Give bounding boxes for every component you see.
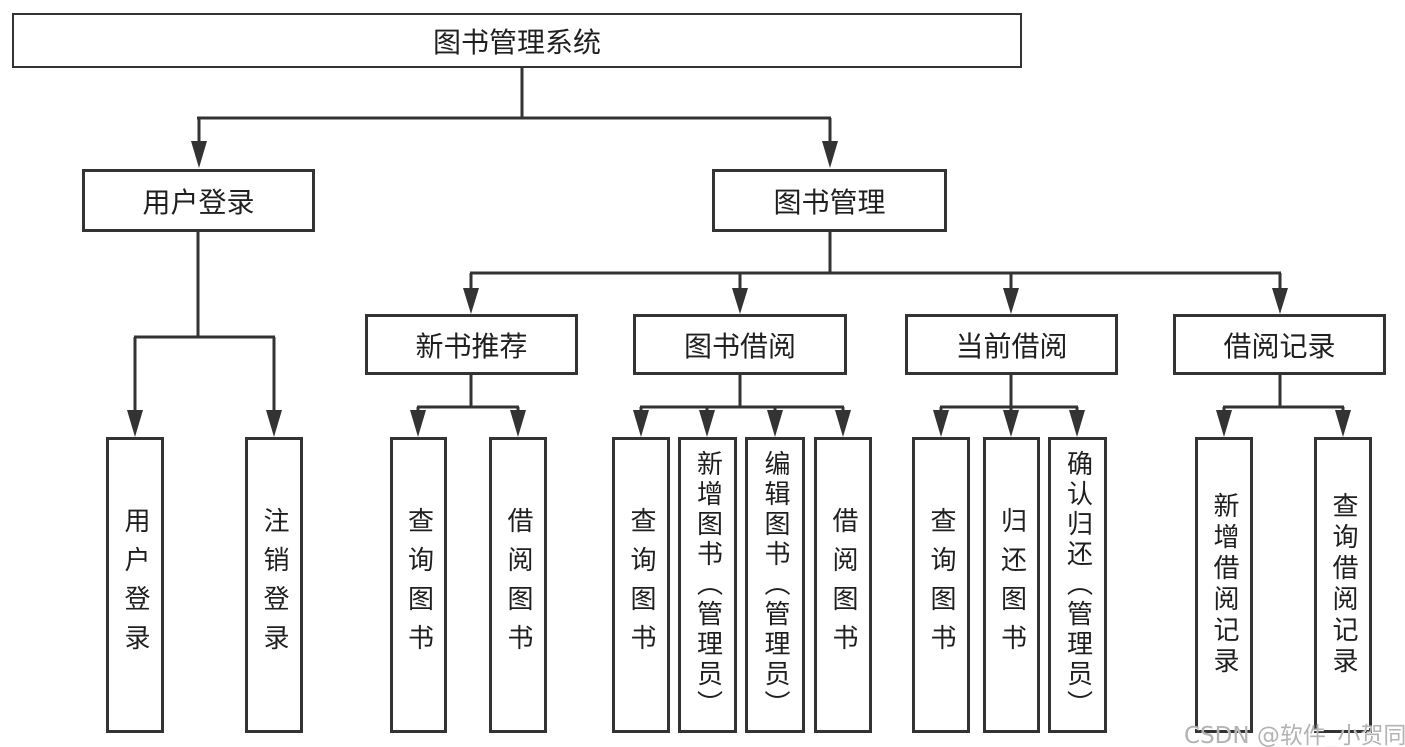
leaf-newbook-query-books: 查询图书 (390, 437, 447, 733)
leaf-user-login: 用户登录 (106, 437, 164, 733)
connector-root-to-level2 (191, 68, 838, 168)
leaf-currentborrow-return-books: 归还图书 (983, 437, 1040, 733)
leaf-currentborrow-confirm-return-admin: 确认归还（管理员） (1048, 437, 1107, 733)
leaf-bookborrow-edit-books-admin: 编辑图书（管理员） (745, 437, 805, 733)
arrow-down-icon (510, 410, 526, 437)
node-label: 新增图书（管理员） (692, 450, 723, 720)
arrow-down-icon (463, 288, 479, 314)
arrow-down-icon (767, 410, 783, 437)
node-label: 新增借阅记录 (1209, 492, 1239, 678)
arrow-down-icon (699, 410, 715, 437)
node-label: 查询图书 (626, 507, 656, 663)
arrow-down-icon (1003, 288, 1019, 314)
leaf-bookborrow-query-books: 查询图书 (612, 437, 670, 733)
arrow-down-icon (127, 410, 143, 437)
connector-book-borrow-to-leaves (633, 375, 851, 437)
node-current-borrow: 当前借阅 (905, 314, 1118, 375)
node-book-borrow: 图书借阅 (633, 314, 847, 375)
leaf-records-add-borrow-record: 新增借阅记录 (1195, 437, 1253, 733)
connector-new-book-to-leaves (410, 375, 526, 437)
leaf-bookborrow-add-books-admin: 新增图书（管理员） (678, 437, 737, 733)
node-label: 确认归还（管理员） (1062, 450, 1093, 720)
arrow-down-icon (410, 410, 426, 437)
node-label: 注销登录 (259, 507, 289, 663)
node-user-login: 用户登录 (82, 169, 315, 232)
arrow-down-icon (732, 288, 748, 314)
node-label: 用户登录 (120, 507, 150, 663)
node-label: 图书借阅 (683, 329, 796, 363)
node-label: 当前借阅 (955, 329, 1068, 363)
node-borrow-records: 借阅记录 (1173, 314, 1386, 375)
watermark-text: CSDN @软件_小贺同学 (1184, 723, 1405, 747)
node-label: 用户登录 (142, 185, 255, 219)
arrow-down-icon (1272, 288, 1288, 314)
arrow-down-icon (266, 410, 282, 437)
arrow-down-icon (933, 410, 949, 437)
connector-borrow-records-to-leaves (1216, 375, 1351, 437)
node-label: 图书管理系统 (432, 25, 601, 59)
arrow-down-icon (1335, 410, 1351, 437)
node-label: 图书管理 (773, 185, 886, 219)
node-new-book-recommend: 新书推荐 (365, 314, 578, 375)
arrow-down-icon (1069, 410, 1085, 437)
node-root-system: 图书管理系统 (12, 13, 1022, 68)
connector-user-login-to-leaves (127, 232, 282, 437)
leaf-logout: 注销登录 (245, 437, 303, 733)
connector-book-management-to-level3 (463, 232, 1288, 314)
node-label: 归还图书 (996, 507, 1027, 663)
leaf-currentborrow-query-books: 查询图书 (912, 437, 970, 733)
node-label: 借阅图书 (828, 507, 858, 663)
arrow-down-icon (633, 410, 649, 437)
arrow-down-icon (191, 141, 207, 168)
node-label: 查询图书 (926, 507, 956, 663)
arrow-down-icon (1216, 410, 1232, 437)
node-label: 查询借阅记录 (1328, 492, 1358, 678)
node-label: 新书推荐 (415, 329, 528, 363)
node-label: 借阅记录 (1223, 329, 1336, 363)
leaf-bookborrow-borrow-books: 借阅图书 (814, 437, 872, 733)
node-book-management: 图书管理 (712, 169, 947, 232)
node-label: 借阅图书 (503, 507, 533, 663)
leaf-records-query-borrow-record: 查询借阅记录 (1314, 437, 1372, 733)
connector-current-borrow-to-leaves (933, 375, 1085, 437)
node-label: 编辑图书（管理员） (760, 450, 790, 720)
leaf-newbook-borrow-books: 借阅图书 (489, 437, 547, 733)
arrow-down-icon (822, 141, 838, 168)
arrow-down-icon (835, 410, 851, 437)
arrow-down-icon (1003, 410, 1019, 437)
node-label: 查询图书 (403, 507, 434, 663)
